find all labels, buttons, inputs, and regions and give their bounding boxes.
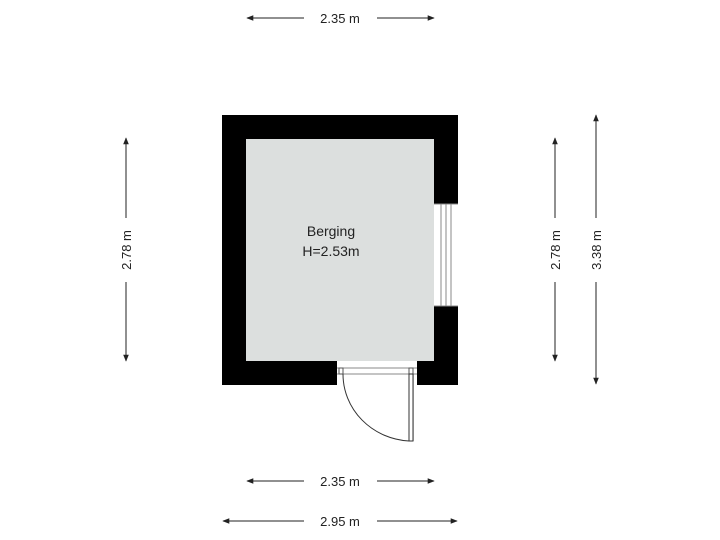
room-height: H=2.53m (302, 243, 359, 259)
dimension-right-inner-height-label: 2.78 m (548, 230, 563, 270)
dimension-right-outer-height: 3.38 m (589, 114, 604, 385)
dimension-bottom-outer-width-label: 2.95 m (320, 514, 360, 529)
dimension-right-outer-height-label: 3.38 m (589, 230, 604, 270)
door (337, 361, 417, 442)
window (434, 203, 458, 307)
dimension-left-height-label: 2.78 m (119, 230, 134, 270)
dimension-bottom-inner-width: 2.35 m (246, 474, 435, 489)
dimension-right-inner-height: 2.78 m (548, 137, 563, 362)
dimension-bottom-inner-width-label: 2.35 m (320, 474, 360, 489)
dimension-top-width: 2.35 m (246, 11, 435, 26)
dimension-top-width-label: 2.35 m (320, 11, 360, 26)
dimension-left-height: 2.78 m (119, 137, 134, 362)
dimension-bottom-outer-width: 2.95 m (222, 514, 458, 529)
room-floor (246, 139, 434, 361)
room-name: Berging (307, 223, 355, 239)
